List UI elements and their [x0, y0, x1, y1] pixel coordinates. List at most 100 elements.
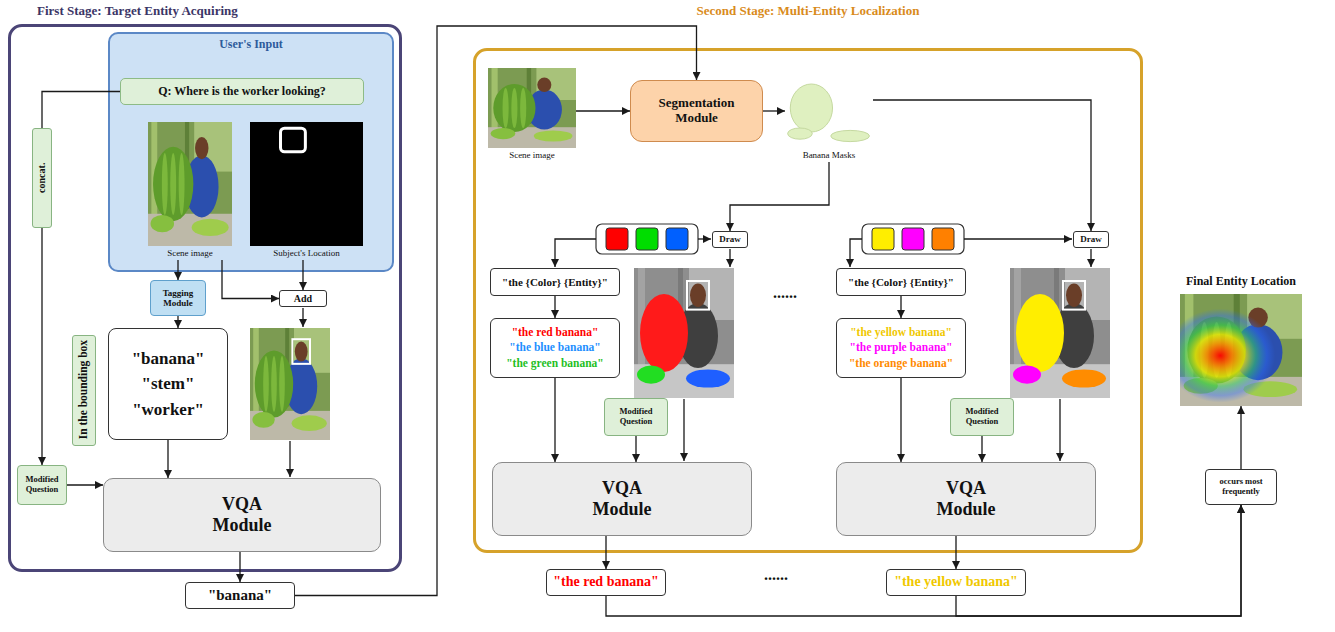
node-text: "the purple banana" [841, 341, 961, 354]
flow-arrow [698, 238, 711, 239]
label-anchor: ...... [746, 566, 806, 584]
image-node: Scene image [148, 122, 232, 260]
photo-background [785, 68, 873, 148]
heatmap-spot [1180, 309, 1275, 403]
input-panel: Q: Where is the worker looking? Scene ima… [108, 32, 394, 272]
banana-highlight [271, 356, 277, 412]
connector-arrow [981, 436, 982, 462]
connector-arrow [554, 296, 555, 318]
image-node: Subject's Location [250, 122, 363, 260]
tag-list-box: "banana""stem""worker" [108, 328, 228, 440]
flow-arrow [964, 238, 1072, 239]
connector-arrow [177, 260, 178, 280]
banana-highlight [520, 88, 526, 128]
photo-background [250, 328, 330, 440]
face-box [687, 281, 709, 310]
banana-bunch [1062, 369, 1106, 387]
question-box: Modified Question [604, 398, 668, 436]
ground [634, 364, 734, 398]
banana-bunch [790, 84, 832, 132]
ellipsis-label: ...... [755, 284, 815, 302]
output-box: "the red banana" [546, 569, 666, 596]
connector-arrow [730, 162, 829, 231]
connector-arrow [41, 228, 42, 465]
photo [488, 68, 576, 148]
ground [250, 411, 330, 440]
color-chip [902, 228, 924, 250]
palette-frame [862, 224, 964, 254]
node-text: "the orange banana" [841, 357, 961, 370]
operation-box: Draw [1073, 231, 1109, 248]
connector-arrow [900, 378, 901, 462]
connector-arrow [763, 110, 785, 111]
module-box: VQA Module [492, 462, 752, 536]
operation-tag: In the bounding box [72, 335, 96, 446]
connector-arrow [635, 436, 636, 462]
phrase-list-box: "the yellow banana" "the purple banana" "t… [836, 318, 966, 378]
ground [1010, 364, 1110, 398]
connector-arrow [900, 296, 901, 318]
banana-bunch [493, 84, 535, 132]
image-caption: Scene image [488, 149, 576, 162]
node-text: VQA Module [582, 478, 662, 519]
stage-panel: Scene imageSegmentation ModuleBanana Mas… [473, 48, 1143, 553]
module-box: VQA Module [103, 478, 381, 552]
color-chip [872, 228, 894, 250]
flow-arrow [289, 441, 290, 477]
node-text: VQA Module [202, 494, 282, 535]
image-node: Banana Masks [785, 68, 873, 162]
question-box: Q: Where is the worker looking? [120, 78, 364, 105]
banana-bunch [151, 215, 175, 232]
banana-highlight [279, 356, 285, 412]
node-text: "the red banana" [495, 326, 615, 339]
banana-highlight [511, 88, 517, 128]
face-box [1063, 281, 1085, 310]
banana-bunch [534, 130, 573, 141]
node-text: Modified Question [20, 475, 64, 495]
worker-head [690, 284, 706, 307]
connector-arrow [222, 260, 279, 299]
connector-arrow [42, 92, 120, 129]
banana-bunch [1013, 366, 1041, 384]
connector-arrow [606, 505, 1241, 616]
node-text: Tagging Module [153, 288, 203, 309]
color-chip [666, 228, 688, 250]
ground [488, 127, 576, 148]
banana-bunch [255, 350, 293, 417]
flow-arrow [302, 308, 303, 327]
photo [1180, 294, 1302, 406]
node-text: "banana" [113, 349, 223, 369]
worker-head [537, 78, 551, 92]
connector-arrow [955, 536, 956, 569]
connector-arrow [873, 100, 1091, 231]
node-text: "the {Color} {Entity}" [495, 276, 615, 289]
node-text: Modified Question [953, 407, 1011, 427]
banana-bunch [491, 128, 516, 139]
photo-content [148, 122, 232, 246]
flow-arrow [729, 249, 730, 267]
flow-arrow [555, 239, 596, 267]
subject-box [281, 128, 306, 152]
palette-frame [596, 224, 698, 254]
node-text: "the blue banana" [495, 341, 615, 354]
connector-arrow [605, 536, 606, 569]
connector-arrow [167, 440, 168, 478]
banana-highlight [179, 153, 185, 215]
banana-bunch [686, 369, 730, 387]
banana-highlight [503, 88, 509, 128]
node-text: "the yellow banana" [841, 326, 961, 339]
photo [250, 122, 363, 246]
color-palette [596, 224, 698, 254]
color-chip [932, 228, 954, 250]
question-box: Modified Question [17, 465, 67, 505]
node-text: "the red banana" [551, 574, 661, 590]
photo-background [148, 122, 232, 246]
photo [148, 122, 232, 246]
connector-arrow [295, 26, 697, 596]
photo-content [250, 328, 330, 440]
connector-arrow [554, 378, 555, 462]
banana-bunch [788, 128, 813, 139]
photo-content [1010, 268, 1110, 398]
